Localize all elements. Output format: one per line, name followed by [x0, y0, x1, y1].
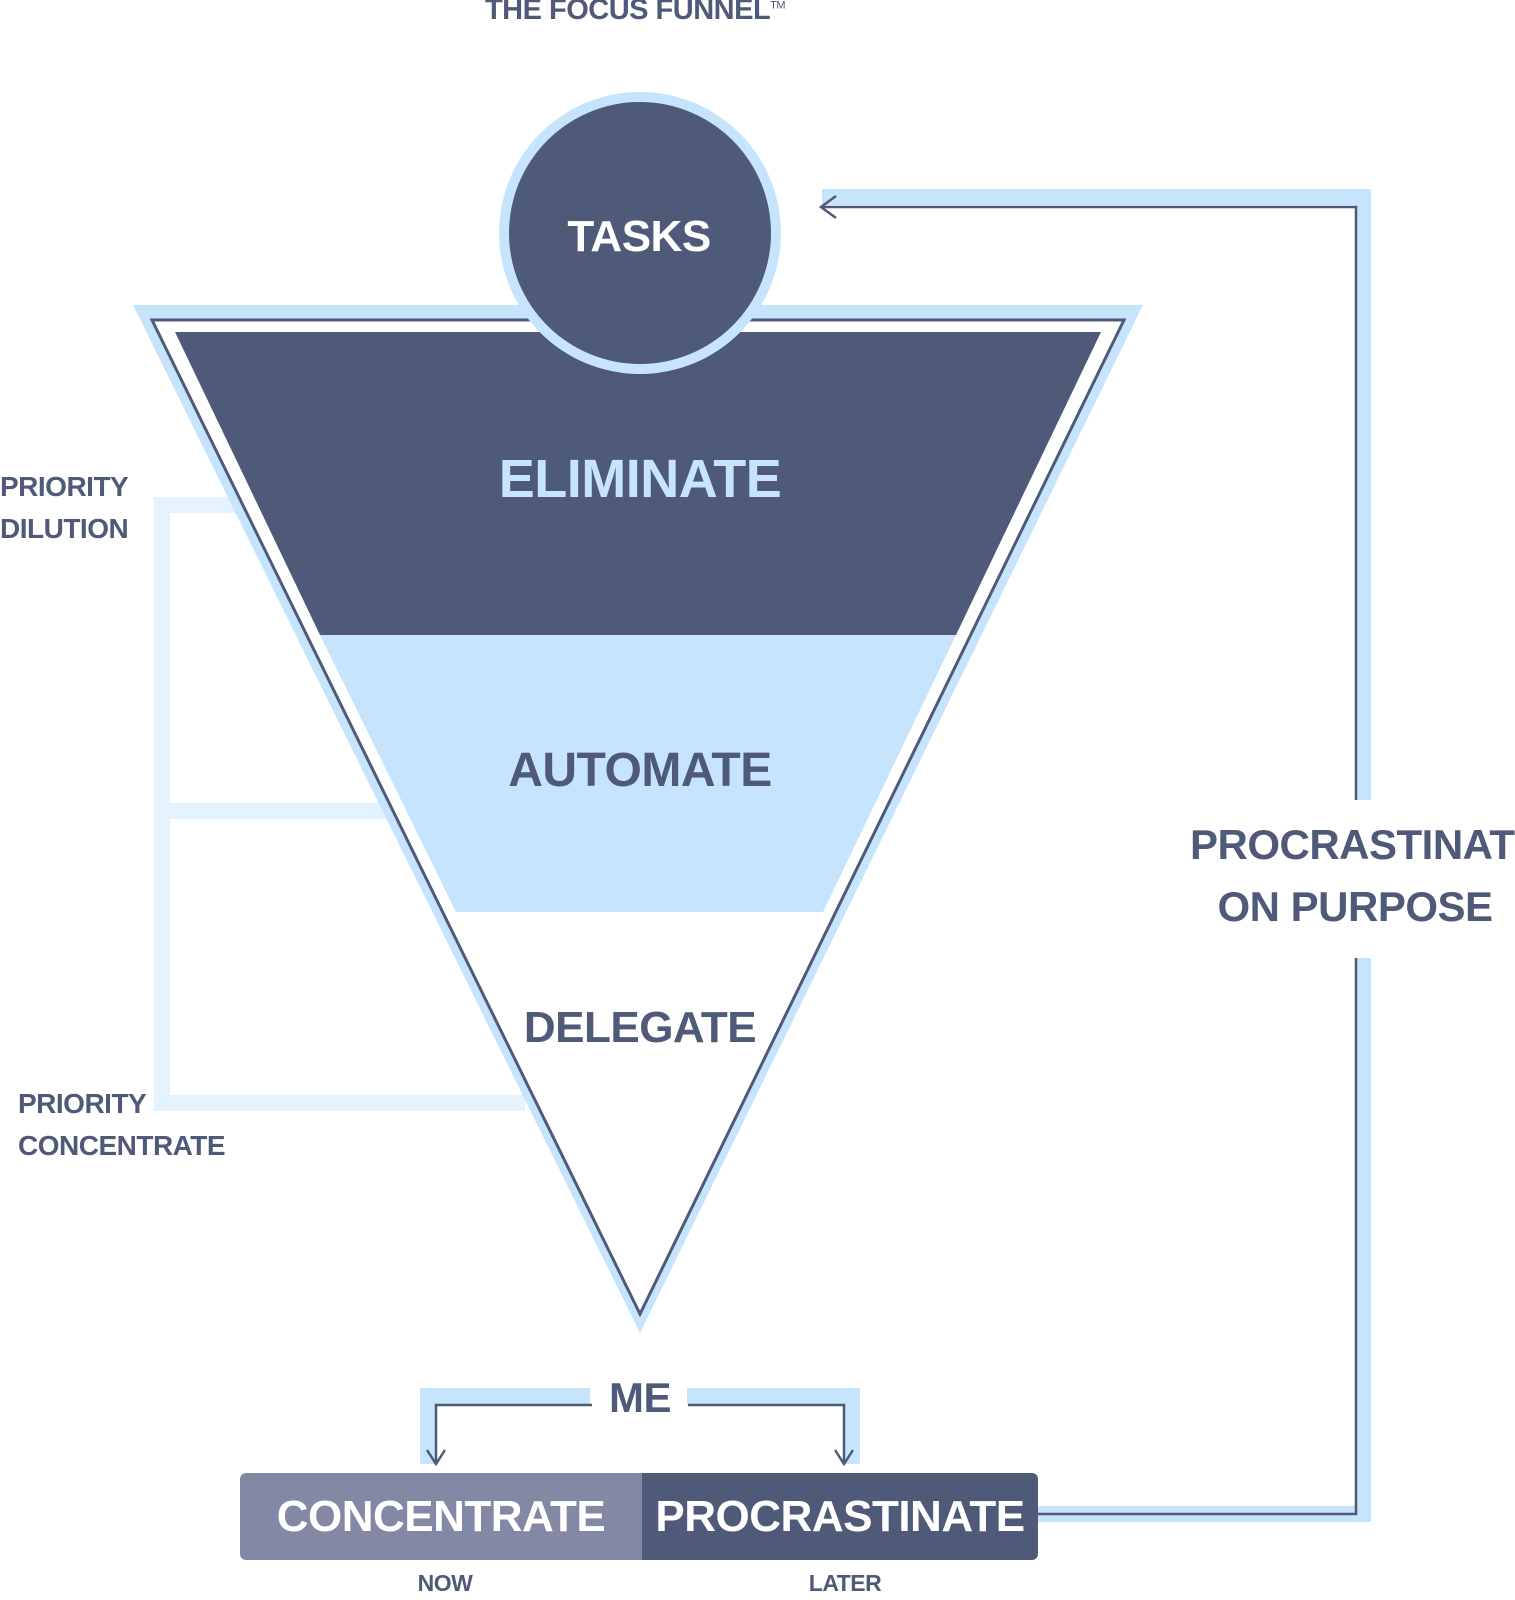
eliminate-label: ELIMINATE: [498, 449, 782, 509]
now-label: NOW: [417, 1570, 473, 1596]
priority-brackets: [154, 497, 525, 1111]
delegate-label: DELEGATE: [523, 1003, 757, 1052]
later-label: LATER: [808, 1570, 882, 1596]
tasks-label: TASKS: [567, 212, 711, 261]
concentrate-box: CONCENTRATE: [240, 1473, 642, 1560]
diagram-title: THE FOCUS FUNNELTM: [484, 0, 786, 26]
me-label: ME: [609, 1374, 672, 1421]
eliminate-band: [175, 332, 1101, 635]
funnel: [133, 305, 1143, 1333]
priority-concentrate-label: PRIORITY CONCENTRATE: [18, 1088, 226, 1161]
priority-dilution-label: PRIORITY DILUTION: [0, 471, 129, 544]
loop-label-backdrop: [1088, 800, 1446, 958]
trademark-mark: TM: [770, 0, 786, 12]
automate-band: [320, 635, 956, 912]
tasks-circle: [499, 92, 781, 374]
procrastinate-box: PROCRASTINATE: [642, 1473, 1038, 1560]
automate-label: AUTOMATE: [508, 744, 772, 797]
procrastinate-on-purpose-label: PROCRASTINATE ON PURPOSE: [1190, 821, 1515, 930]
me-split-arrows: [420, 1388, 860, 1467]
